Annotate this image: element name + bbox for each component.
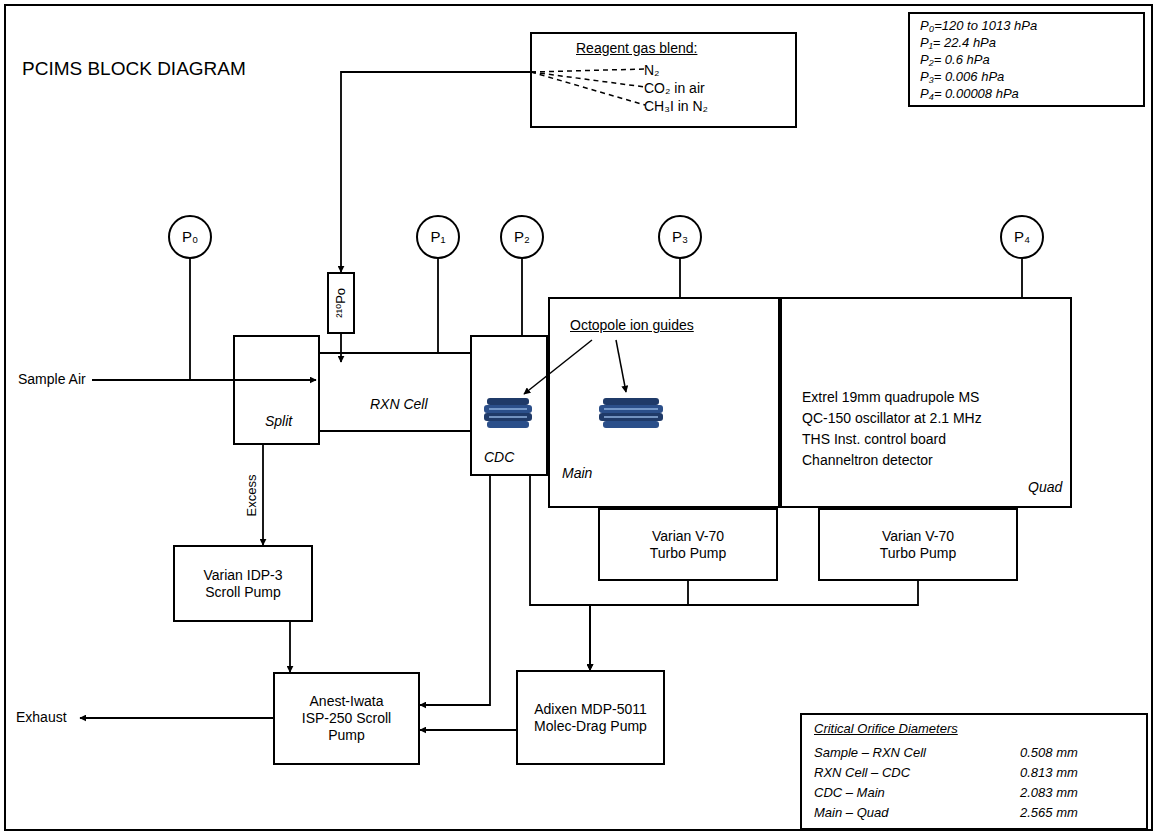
- flow-connector: [590, 581, 918, 670]
- node-text: Reagent gas blend:: [576, 40, 697, 57]
- gauge-circle: P₄: [1000, 215, 1044, 259]
- node-text: 2.083 mm: [1020, 785, 1078, 801]
- flow-label: Exhaust: [16, 709, 67, 725]
- reaction-cell: RXN Cell: [320, 352, 470, 432]
- node-text: Varian V-70 Turbo Pump: [633, 528, 743, 562]
- flow-connector: [437, 259, 439, 352]
- node-text: CDC – Main: [814, 785, 885, 801]
- node-text: P₀=120 to 1013 hPa: [920, 18, 1037, 34]
- pump-box: Adixen MDP-5011 Molec-Drag Pump: [516, 670, 665, 765]
- flow-connector: [420, 476, 490, 705]
- node-text: P₀: [182, 228, 198, 246]
- gauge-circle: P₃: [658, 215, 702, 259]
- edge-label: Excess: [244, 474, 259, 516]
- node-text: THS Inst. control board: [802, 431, 946, 448]
- node-text: 0.508 mm: [1020, 745, 1078, 761]
- cdc-chamber: CDC: [470, 335, 548, 476]
- node-text: Main: [562, 465, 592, 482]
- flow-connector: [190, 259, 233, 380]
- flow-connector: [262, 445, 264, 545]
- gas-blend-box: Reagent gas blend: N₂CO₂ in airCH₃I in N₂: [530, 32, 797, 128]
- orifice-table: Critical Orifice DiametersSample – RXN C…: [800, 713, 1148, 830]
- quad-chamber: Extrel 19mm quadrupole MS QC-150 oscillat…: [780, 297, 1072, 508]
- flow-connector: [530, 476, 590, 670]
- node-text: Split: [265, 413, 292, 430]
- node-text: P₁= 22.4 hPa: [920, 35, 996, 51]
- flow-connector: [289, 622, 291, 672]
- node-text: N₂: [644, 62, 660, 79]
- node-text: CH₃I in N₂: [644, 98, 708, 115]
- node-text: 0.813 mm: [1020, 765, 1078, 781]
- node-text: CDC: [484, 449, 514, 466]
- octopole-symbol: [599, 398, 663, 428]
- gauge-circle: P₀: [168, 215, 212, 259]
- node-text: CO₂ in air: [644, 80, 705, 97]
- source-arrow: [340, 334, 342, 362]
- leader-arrow: [616, 340, 626, 392]
- pump-box: Varian V-70 Turbo Pump: [818, 508, 1018, 581]
- octopole-symbol: [484, 398, 532, 428]
- diagram-title: PCIMS BLOCK DIAGRAM: [22, 58, 246, 80]
- node-text: RXN Cell – CDC: [814, 765, 910, 781]
- node-text: Channeltron detector: [802, 452, 933, 469]
- node-text: P₂: [514, 228, 530, 246]
- flow-connector: [521, 259, 523, 335]
- flow-connector: [420, 729, 516, 731]
- node-text: P₂= 0.6 hPa: [920, 52, 990, 68]
- flow-connector: [1021, 259, 1023, 297]
- node-text: P₄= 0.00008 hPa: [920, 86, 1019, 102]
- pump-box: Varian IDP-3 Scroll Pump: [173, 545, 313, 622]
- flow-connector: [590, 581, 688, 670]
- flow-connector: [679, 259, 681, 297]
- node-text: Anest-Iwata ISP-250 Scroll Pump: [297, 693, 397, 743]
- node-text: P₁: [430, 228, 445, 246]
- pump-box: Varian V-70 Turbo Pump: [598, 508, 778, 581]
- gauge-circle: P₂: [500, 215, 544, 259]
- node-text: Adixen MDP-5011 Molec-Drag Pump: [526, 701, 656, 735]
- exhaust-arrow: [80, 717, 273, 719]
- node-text: Critical Orifice Diameters: [814, 721, 958, 737]
- pump-box: Anest-Iwata ISP-250 Scroll Pump: [273, 672, 420, 765]
- source-tube: ²¹⁰Po: [327, 272, 355, 334]
- node-text: Main – Quad: [814, 805, 888, 821]
- node-text: 2.565 mm: [1020, 805, 1078, 821]
- node-text: Octopole ion guides: [570, 317, 694, 334]
- main-chamber: Octopole ion guidesMain: [548, 297, 780, 508]
- leader-arrow: [524, 340, 592, 394]
- node-text: P₃= 0.006 hPa: [920, 69, 1004, 85]
- gauge-circle: P₁: [416, 215, 460, 259]
- node-text: Extrel 19mm quadrupole MS: [802, 389, 979, 406]
- node-text: Varian V-70 Turbo Pump: [863, 528, 973, 562]
- node-text: ²¹⁰Po: [333, 288, 349, 318]
- node-text: QC-150 oscillator at 2.1 MHz: [802, 410, 982, 427]
- split-chamber: Split: [233, 335, 320, 445]
- connector-layer: [190, 72, 1022, 730]
- node-text: Sample – RXN Cell: [814, 745, 926, 761]
- node-text: Varian IDP-3 Scroll Pump: [188, 567, 298, 601]
- flow-label: Sample Air: [18, 371, 86, 387]
- gas-fan-lines: [531, 69, 645, 105]
- node-text: P₃: [672, 228, 688, 246]
- node-text: RXN Cell: [370, 396, 428, 413]
- node-text: Quad: [1028, 479, 1062, 496]
- pressure-box: P₀=120 to 1013 hPaP₁= 22.4 hPaP₂= 0.6 hP…: [908, 12, 1145, 107]
- node-text: P₄: [1014, 228, 1030, 246]
